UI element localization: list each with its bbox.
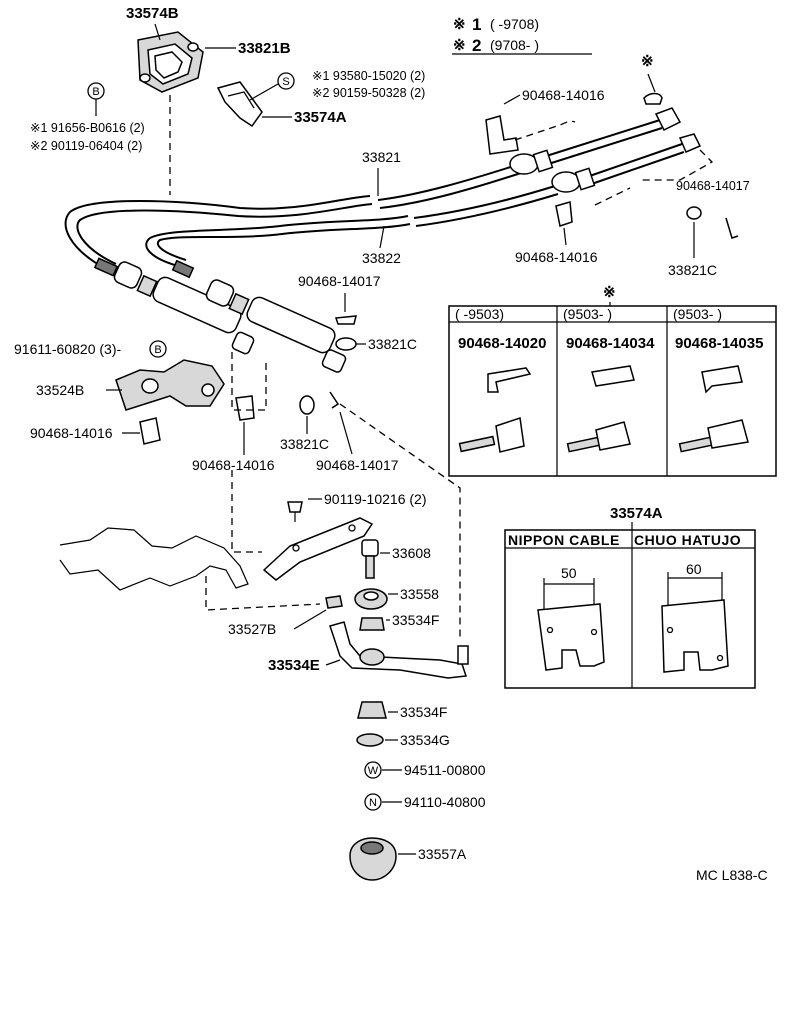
label-b-2: ※2 90119-06404 (2)	[30, 139, 142, 153]
label-33821C-right: 33821C	[668, 262, 717, 278]
lever-plate	[262, 517, 374, 581]
label-33821C-mid: 33821C	[368, 336, 417, 352]
clip-mid	[555, 201, 573, 227]
label-33821C-low: 33821C	[280, 436, 329, 452]
clip-low	[235, 395, 255, 421]
pin-low	[329, 391, 340, 409]
bracket-33524B	[115, 359, 225, 411]
legend-range-1: ( -9708)	[490, 16, 539, 32]
label-90468-14017-mid: 90468-14017	[298, 273, 381, 289]
label-90468-14017-right: 90468-14017	[676, 179, 750, 193]
b-mark-letter-2: B	[154, 344, 161, 356]
bracket-dim-2: 60	[686, 561, 702, 577]
s-mark-letter: S	[282, 76, 289, 88]
bracket-table-header-2: CHUO HATUJO	[634, 532, 741, 548]
washer-right	[686, 206, 702, 220]
bracket-table-title: 33574A	[610, 505, 663, 522]
label-90468-14017-low: 90468-14017	[316, 457, 399, 473]
label-s-1: ※1 93580-15020 (2)	[312, 69, 425, 83]
label-33574A: 33574A	[294, 109, 347, 126]
clip-variant-table: ( -9503) (9503- ) (9503- ) 90468-14020 9…	[448, 305, 777, 477]
pin-right	[725, 217, 739, 239]
bushing-33534F-a	[359, 617, 385, 631]
pin-mid	[334, 315, 357, 325]
label-94511: 94511-00800	[404, 762, 486, 778]
label-33534F-a: 33534F	[392, 612, 439, 628]
clip-table-part-2: 90468-14034	[566, 335, 655, 352]
label-33534F-b: 33534F	[400, 704, 447, 720]
mark-top-right: ※	[641, 53, 654, 70]
bracket-table-header-1: NIPPON CABLE	[508, 532, 620, 548]
washer-mid	[335, 337, 357, 351]
clip-33574A	[216, 81, 263, 128]
label-s-2: ※2 90159-50328 (2)	[312, 86, 425, 100]
label-33527B: 33527B	[228, 621, 276, 637]
legend-mark-2: ※	[453, 37, 466, 54]
label-33524B: 33524B	[36, 382, 84, 398]
n-mark-icon	[364, 793, 382, 811]
clip-table-header-3: (9503- )	[673, 306, 722, 322]
b-mark-letter: B	[92, 86, 99, 98]
label-94110: 94110-40800	[404, 794, 486, 810]
label-90119-10216: 90119-10216 (2)	[324, 491, 426, 507]
cables	[64, 119, 685, 271]
legend-mark-1: ※	[453, 16, 466, 33]
label-33821: 33821	[362, 149, 401, 165]
label-33574B: 33574B	[126, 5, 179, 22]
label-33821B: 33821B	[238, 40, 291, 57]
bracket-variant-table: 33574A NIPPON CABLE CHUO HATUJO 50 60	[504, 505, 756, 689]
label-90468-14016-mid: 90468-14016	[515, 249, 598, 265]
washer-33534G	[356, 733, 384, 747]
w-mark-letter: W	[368, 765, 379, 777]
pivot-33608	[361, 539, 379, 557]
label-33557A: 33557A	[418, 846, 467, 862]
s-mark-icon	[277, 72, 295, 90]
label-33534E: 33534E	[268, 657, 320, 674]
clip-table-part-1: 90468-14020	[458, 335, 546, 352]
label-33822: 33822	[362, 250, 401, 266]
clip-left	[139, 417, 161, 445]
bracket-dim-1: 50	[561, 565, 577, 581]
legend-num-2: 2	[472, 36, 481, 55]
bushing-33534F-b	[357, 701, 387, 719]
footer-code: MC L838-C	[696, 867, 768, 883]
cable-ends-right	[509, 107, 702, 193]
label-91611: 91611-60820 (3)-	[14, 341, 121, 357]
bolt-90119	[287, 501, 303, 513]
clip-top	[485, 115, 519, 155]
w-mark-icon	[364, 761, 382, 779]
b-mark-icon-2	[149, 340, 167, 358]
washer-low	[299, 395, 315, 415]
mark-table: ※	[603, 284, 616, 301]
label-b-1: ※1 91656-B0616 (2)	[30, 121, 145, 135]
label-90468-14016-left: 90468-14016	[30, 425, 113, 441]
clip-table-header-1: ( -9503)	[455, 306, 504, 322]
legend-num-1: 1	[472, 15, 481, 34]
label-90468-14016-low: 90468-14016	[192, 457, 275, 473]
label-90468-14016-top: 90468-14016	[522, 87, 605, 103]
clip-table-part-3: 90468-14035	[675, 335, 763, 352]
clip-table-header-2: (9503- )	[563, 306, 612, 322]
legend: ※ 1 ( -9708) ※ 2 (9708- )	[452, 15, 592, 55]
bushing-33527B	[325, 595, 343, 609]
pin-top-right	[643, 92, 663, 105]
n-mark-letter: N	[369, 797, 377, 809]
label-33558: 33558	[400, 586, 439, 602]
bracket-33574B	[137, 31, 204, 93]
label-33534G: 33534G	[400, 732, 450, 748]
legend-range-2: (9708- )	[490, 37, 539, 53]
lever-33534E	[329, 621, 468, 679]
transmission-outline	[59, 527, 249, 591]
cable-ends-left	[93, 257, 347, 373]
label-33608: 33608	[392, 545, 431, 561]
